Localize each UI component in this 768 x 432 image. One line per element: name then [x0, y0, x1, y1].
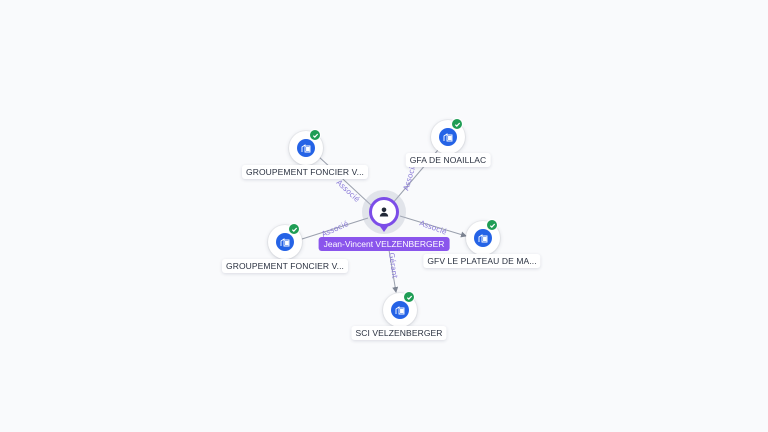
company-name-label[interactable]: GFA DE NOAILLAC — [405, 153, 491, 167]
person-icon — [379, 207, 389, 217]
edge-company-5 — [387, 243, 399, 293]
edge-label-3: Associé — [320, 219, 350, 239]
building-icon — [474, 229, 492, 247]
building-icon — [391, 301, 409, 319]
building-icon — [439, 128, 457, 146]
building-icon — [297, 139, 315, 157]
verified-check-icon — [403, 291, 415, 303]
company-name-label[interactable]: SCI VELZENBERGER — [351, 326, 447, 340]
person-pin — [369, 197, 399, 227]
verified-check-icon — [451, 118, 463, 130]
verified-check-icon — [309, 129, 321, 141]
person-pin-tip — [379, 225, 389, 232]
company-name-label[interactable]: GFV LE PLATEAU DE MA... — [423, 254, 541, 268]
building-icon — [276, 233, 294, 251]
company-name-label[interactable]: GROUPEMENT FONCIER V... — [221, 259, 349, 273]
edge-company-4 — [399, 215, 467, 238]
verified-check-icon — [288, 223, 300, 235]
edge-label-5: Gérant — [387, 252, 400, 279]
edge-label-4: Associé — [418, 218, 448, 236]
edge-company-3 — [301, 217, 369, 240]
edge-label-1: Associé — [335, 178, 362, 204]
company-name-label[interactable]: GROUPEMENT FONCIER V... — [241, 165, 369, 179]
verified-check-icon — [486, 219, 498, 231]
edge-company-1 — [317, 155, 373, 207]
person-name-label[interactable]: Jean-Vincent VELZENBERGER — [318, 237, 450, 251]
